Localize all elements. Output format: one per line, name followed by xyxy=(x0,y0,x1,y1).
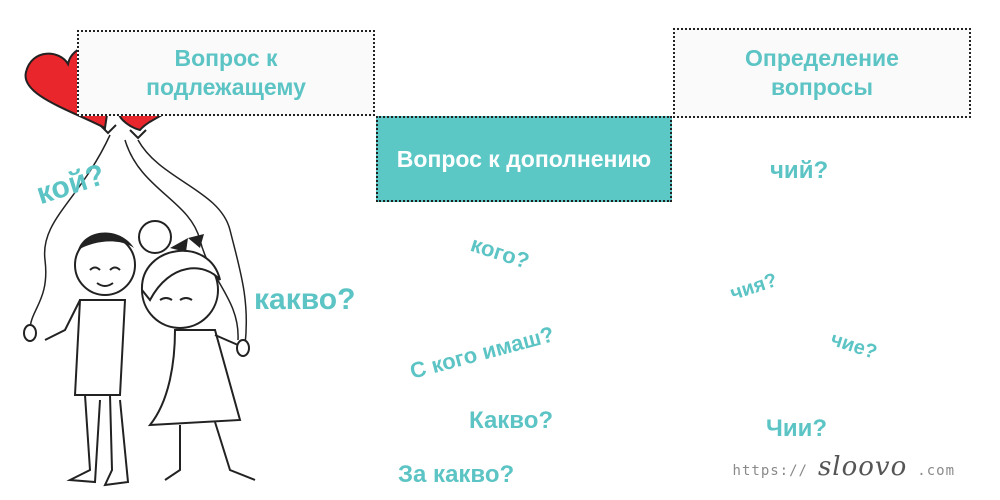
url-prefix: https:// xyxy=(732,463,808,479)
object-question-kogo: кого? xyxy=(467,231,533,274)
definition-question-chiy: чий? xyxy=(770,157,829,184)
url-suffix: .com xyxy=(917,463,955,479)
subject-question-label: Вопрос к подлежащему xyxy=(146,45,306,100)
definition-questions-box: Определение вопросы xyxy=(673,28,971,118)
object-question-za-kakvo: За какво? xyxy=(398,461,515,488)
definition-questions-label: Определение вопросы xyxy=(745,45,899,100)
object-question-kakvo: Какво? xyxy=(469,407,554,434)
couple-with-heart-balloons-illustration xyxy=(23,45,256,487)
question-word-kakvo: какво? xyxy=(254,283,356,316)
subject-question-box: Вопрос к подлежащему xyxy=(77,30,375,116)
definition-question-chie: чие? xyxy=(827,328,880,364)
brand-logo: sloovo xyxy=(817,452,908,482)
object-question-box: Вопрос к дополнению xyxy=(376,116,672,202)
site-watermark: https:// sloovo .com xyxy=(733,452,955,482)
object-question-s-kogo-imash: С кого имаш? xyxy=(407,321,557,384)
object-question-label: Вопрос к дополнению xyxy=(396,145,652,172)
definition-question-chiya: чия? xyxy=(727,269,780,305)
definition-question-chii: Чии? xyxy=(766,415,828,442)
